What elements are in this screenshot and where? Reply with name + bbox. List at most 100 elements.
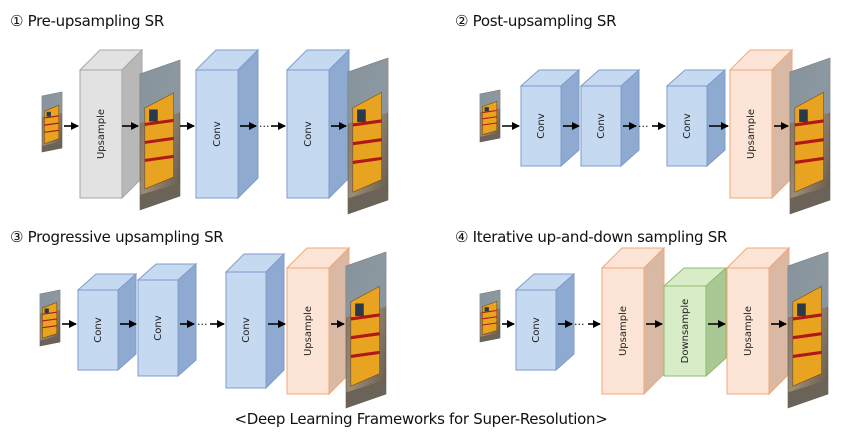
block-side-face (177, 262, 197, 378)
panel-title-progressive-upsampling: ③ Progressive upsampling SR (10, 228, 224, 246)
block-front-face (601, 267, 645, 395)
train-stripe (352, 119, 382, 127)
conv-block-p1-1: Conv (194, 48, 260, 200)
block-front-face (515, 289, 557, 371)
block-label: Conv (303, 121, 314, 146)
upsampled-image-panel-1 (139, 59, 181, 211)
train-stripe (44, 115, 59, 119)
ellipsis-marker: ··· (638, 120, 649, 133)
train-stripe (350, 350, 380, 358)
lr-image-panel-1 (41, 91, 63, 153)
block-side-face (117, 272, 137, 372)
upsample-block-p4-1: Upsample (600, 246, 666, 396)
rail-ground (480, 332, 500, 342)
block-label: Conv (212, 121, 223, 146)
block-label: Conv (241, 317, 252, 342)
train-stripe (794, 119, 824, 127)
block-label: Downsample (680, 299, 691, 364)
train-stripe (42, 311, 57, 315)
train-window (484, 107, 489, 112)
block-label: Upsample (743, 306, 754, 356)
conv-block-p3-3: Conv (224, 252, 286, 390)
block-label: Upsample (303, 306, 314, 356)
train-stripe (42, 318, 57, 322)
train-window (484, 307, 489, 312)
block-label: Upsample (96, 109, 107, 159)
train-stripe (144, 118, 174, 126)
block-side-face (643, 246, 665, 396)
block-side-face (620, 68, 640, 168)
block-front-face (137, 279, 179, 377)
block-side-face (265, 252, 285, 390)
train-stripe (794, 138, 824, 146)
rail-ground (42, 141, 62, 152)
block-label: Upsample (618, 306, 629, 356)
lr-image-panel-4 (479, 289, 501, 343)
train-stripe (792, 350, 822, 358)
block-side-face (771, 48, 793, 200)
rail-ground (140, 183, 180, 210)
block-front-face (77, 289, 119, 371)
train-stripe (792, 313, 822, 321)
train-window (44, 308, 49, 313)
train-stripe (482, 110, 497, 114)
panel-title-pre-upsampling: ① Pre-upsampling SR (10, 12, 165, 30)
conv-block-p2-3: Conv (665, 68, 727, 168)
train-stripe (144, 136, 174, 144)
lr-image-panel-3 (39, 289, 61, 347)
train-stripe (352, 138, 382, 146)
rail-ground (788, 379, 828, 408)
block-side-face (768, 246, 790, 396)
block-side-face (706, 68, 726, 168)
conv-block-p4-1: Conv (514, 272, 576, 372)
block-front-face (520, 85, 562, 167)
train-stripe (42, 325, 57, 329)
block-front-face (286, 267, 330, 395)
upsample-block-p2: Upsample (728, 48, 794, 200)
train-stripe (482, 122, 497, 126)
block-label: Conv (153, 315, 164, 340)
train-stripe (482, 322, 497, 326)
upsample-block-p1: Upsample (78, 48, 144, 200)
block-side-face (237, 48, 259, 200)
train-stripe (350, 332, 380, 340)
block-front-face (580, 85, 622, 167)
downsample-block-p4: Downsample (662, 266, 728, 378)
block-front-face (195, 69, 239, 199)
block-side-face (705, 266, 727, 378)
block-label: Conv (531, 317, 542, 342)
lr-image-panel-2 (479, 89, 501, 143)
rail-ground (480, 132, 500, 142)
conv-block-p2-2: Conv (579, 68, 641, 168)
train-stripe (792, 332, 822, 340)
rail-ground (40, 335, 60, 346)
train-window (797, 303, 806, 316)
panel-title-iterative-sampling: ④ Iterative up-and-down sampling SR (455, 228, 728, 246)
block-front-face (729, 69, 773, 199)
conv-block-p3-1: Conv (76, 272, 138, 372)
block-label: Conv (93, 317, 104, 342)
block-side-face (555, 272, 575, 372)
train-stripe (144, 154, 174, 162)
train-stripe (794, 156, 824, 164)
block-front-face (666, 85, 708, 167)
train-window (799, 109, 808, 122)
rail-ground (346, 379, 386, 408)
train-stripe (350, 313, 380, 321)
conv-block-p3-2: Conv (136, 262, 198, 378)
train-stripe (482, 310, 497, 314)
ellipsis-marker: ··· (259, 120, 270, 133)
train-window (46, 111, 51, 117)
train-stripe (352, 156, 382, 164)
train-stripe (482, 316, 497, 320)
train-window (357, 109, 366, 122)
block-side-face (560, 68, 580, 168)
train-window (355, 303, 364, 316)
block-front-face (225, 271, 267, 389)
sr-image-panel-4 (787, 251, 829, 409)
conv-block-p1-2: Conv (285, 48, 351, 200)
block-label: Conv (682, 113, 693, 138)
train-stripe (44, 129, 59, 133)
conv-block-p2-1: Conv (519, 68, 581, 168)
